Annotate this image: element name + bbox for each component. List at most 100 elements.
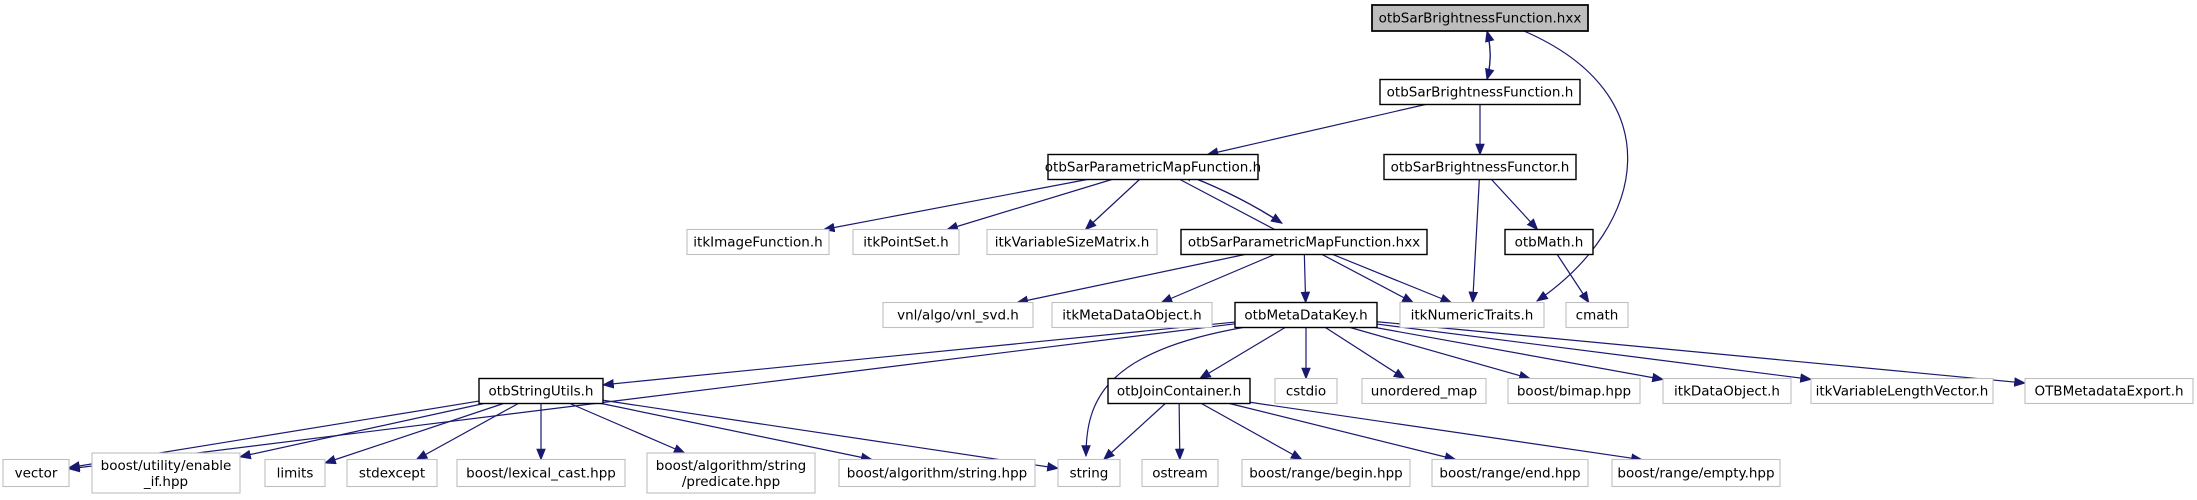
graph-edge-pmf_h-to-itkPointSet xyxy=(946,178,1113,231)
graph-node-box xyxy=(2024,377,2194,405)
graph-node-box xyxy=(1379,78,1581,106)
graph-node-box xyxy=(1431,458,1589,488)
graph-node-label: itkMetaDataObject.h xyxy=(1062,308,1201,324)
graph-node-boost_algo_string[interactable]: boost/algorithm/string.hpp xyxy=(838,458,1036,488)
graph-edge-otbMetaDataKey-to-vector xyxy=(67,323,1236,473)
graph-node-stdexcept[interactable]: stdexcept xyxy=(346,458,438,488)
graph-node-boost_range_empty[interactable]: boost/range/empty.hpp xyxy=(1611,458,1781,488)
graph-edge-otbMetaDataKey-to-unordered_map xyxy=(1325,326,1406,380)
graph-edge-functor-to-otbMath xyxy=(1491,179,1539,231)
graph-node-bf_h[interactable]: otbSarBrightnessFunction.h xyxy=(1379,78,1581,106)
graph-edge-pmf_h-to-itkVariableSizeMatrix xyxy=(1084,179,1140,231)
graph-node-box xyxy=(346,458,438,488)
graph-node-boost_lexical_cast[interactable]: boost/lexical_cast.hpp xyxy=(456,458,626,488)
graph-node-pmf_h[interactable]: otbSarParametricMapFunction.h xyxy=(1045,153,1261,181)
graph-node-label: unordered_map xyxy=(1371,384,1477,400)
graph-node-vector[interactable]: vector xyxy=(2,458,70,488)
graph-node-box xyxy=(91,452,241,494)
graph-node-otbMetaDataKey[interactable]: otbMetaDataKey.h xyxy=(1234,301,1378,329)
graph-node-box xyxy=(1371,4,1589,32)
graph-node-label: boost/lexical_cast.hpp xyxy=(466,466,616,482)
graph-edge-otbJoinContainer-to-boost_range_end xyxy=(1229,402,1457,462)
graph-node-box xyxy=(1057,458,1121,488)
graph-node-itkPointSet[interactable]: itkPointSet.h xyxy=(852,228,960,256)
graph-node-itkImageFunction[interactable]: itkImageFunction.h xyxy=(686,228,830,256)
graph-edge-otbMath-to-cmath xyxy=(1556,254,1590,304)
graph-node-label: otbSarParametricMapFunction.h xyxy=(1045,160,1261,176)
graph-edge-otbStringUtils-to-boost_algo_string xyxy=(601,402,873,463)
graph-node-label: limits xyxy=(277,466,314,482)
graph-node-string[interactable]: string xyxy=(1057,458,1121,488)
graph-node-box xyxy=(456,458,626,488)
graph-node-itkVariableSizeMatrix[interactable]: itkVariableSizeMatrix.h xyxy=(986,228,1158,256)
graph-edge-otbJoinContainer-to-ostream xyxy=(1174,403,1185,461)
graph-node-box xyxy=(1361,377,1487,405)
graph-edge-pmf_hxx-to-itkNumericTraits xyxy=(1332,253,1453,304)
graph-edge-pmf_hxx-to-itkMetaDataObject xyxy=(1160,253,1275,304)
graph-node-boost_range_end[interactable]: boost/range/end.hpp xyxy=(1431,458,1589,488)
graph-edge-otbMetaDataKey-to-itkVariableLengthVector xyxy=(1376,323,1813,383)
graph-node-functor[interactable]: otbSarBrightnessFunctor.h xyxy=(1383,153,1577,181)
graph-node-unordered_map[interactable]: unordered_map xyxy=(1361,377,1487,405)
graph-node-box xyxy=(1051,301,1213,329)
graph-node-vnl_svd[interactable]: vnl/algo/vnl_svd.h xyxy=(882,301,1034,329)
graph-node-label: itkNumericTraits.h xyxy=(1411,308,1534,324)
graph-edge-bf_hxx-to-itkNumericTraits xyxy=(1523,30,1629,302)
graph-node-label: otbSarBrightnessFunction.h xyxy=(1387,85,1574,101)
graph-node-box xyxy=(882,301,1034,329)
graph-edge-otbJoinContainer-to-boost_range_empty xyxy=(1249,401,1644,463)
graph-node-box xyxy=(838,458,1036,488)
graph-node-label: cmath xyxy=(1576,308,1619,324)
graph-node-bf_hxx[interactable]: otbSarBrightnessFunction.hxx xyxy=(1371,4,1589,32)
graph-edge-functor-to-itkNumericTraits xyxy=(1468,179,1480,304)
graph-node-label: otbMetaDataKey.h xyxy=(1244,308,1367,324)
graph-node-box xyxy=(686,228,830,256)
graph-node-cmath[interactable]: cmath xyxy=(1565,301,1629,329)
graph-node-box xyxy=(646,452,816,494)
graph-edge-bf_h-to-pmf_h xyxy=(1206,103,1426,157)
graph-edge-otbMetaDataKey-to-otbJoinContainer xyxy=(1198,326,1286,380)
graph-node-box xyxy=(1234,301,1378,329)
graph-node-label: otbSarParametricMapFunction.hxx xyxy=(1188,235,1420,251)
graph-node-OTBMetadataExport[interactable]: OTBMetadataExport.h xyxy=(2024,377,2194,405)
graph-node-label: boost/range/empty.hpp xyxy=(1617,466,1774,482)
graph-node-label: stdexcept xyxy=(359,466,425,482)
nodes-layer: otbSarBrightnessFunction.hxx otbSarBright… xyxy=(2,4,2194,494)
graph-node-limits[interactable]: limits xyxy=(264,458,326,488)
graph-node-box xyxy=(1107,377,1251,405)
graph-node-itkDataObject[interactable]: itkDataObject.h xyxy=(1662,377,1792,405)
graph-node-ostream[interactable]: ostream xyxy=(1141,458,1219,488)
graph-node-otbMath[interactable]: otbMath.h xyxy=(1504,228,1594,256)
graph-node-otbJoinContainer[interactable]: otbJoinContainer.h xyxy=(1107,377,1251,405)
graph-node-boost_predicate[interactable]: boost/algorithm/string/predicate.hpp xyxy=(646,452,816,494)
graph-edge-pmf_h-to-itkImageFunction xyxy=(822,178,1088,233)
graph-node-label: itkPointSet.h xyxy=(863,235,948,251)
graph-node-otbStringUtils[interactable]: otbStringUtils.h xyxy=(478,377,604,405)
graph-node-boost_bimap[interactable]: boost/bimap.hpp xyxy=(1507,377,1641,405)
graph-node-box xyxy=(852,228,960,256)
graph-node-pmf_hxx[interactable]: otbSarParametricMapFunction.hxx xyxy=(1180,228,1428,256)
graph-node-box xyxy=(1504,228,1594,256)
graph-node-cstdio[interactable]: cstdio xyxy=(1274,377,1338,405)
graph-node-label: cstdio xyxy=(1286,384,1326,400)
graph-node-itkMetaDataObject[interactable]: itkMetaDataObject.h xyxy=(1051,301,1213,329)
graph-node-box xyxy=(1180,228,1428,256)
graph-node-itkNumericTraits[interactable]: itkNumericTraits.h xyxy=(1399,301,1545,329)
graph-node-boost_enable_if[interactable]: boost/utility/enable_if.hpp xyxy=(91,452,241,494)
graph-node-box xyxy=(1565,301,1629,329)
graph-edge-otbMetaDataKey-to-OTBMetadataExport xyxy=(1376,321,2027,387)
graph-edge-otbMetaDataKey-to-itkDataObject xyxy=(1375,326,1665,383)
graph-edge-otbJoinContainer-to-string xyxy=(1102,403,1166,461)
graph-node-box xyxy=(1141,458,1219,488)
graph-node-boost_range_begin[interactable]: boost/range/begin.hpp xyxy=(1241,458,1411,488)
graph-edge-otbStringUtils-to-boost_predicate xyxy=(569,402,686,454)
edges-layer xyxy=(67,29,2027,473)
graph-node-itkVariableLengthVector[interactable]: itkVariableLengthVector.h xyxy=(1810,377,1994,405)
graph-node-label: boost/range/begin.hpp xyxy=(1249,466,1403,482)
graph-node-label: vector xyxy=(15,466,58,482)
graph-node-box xyxy=(264,458,326,488)
graph-node-label: boost/utility/enable_if.hpp xyxy=(101,458,232,490)
graph-node-label: itkVariableSizeMatrix.h xyxy=(995,235,1150,251)
graph-edge-otbMetaDataKey-to-boost_bimap xyxy=(1349,326,1532,381)
